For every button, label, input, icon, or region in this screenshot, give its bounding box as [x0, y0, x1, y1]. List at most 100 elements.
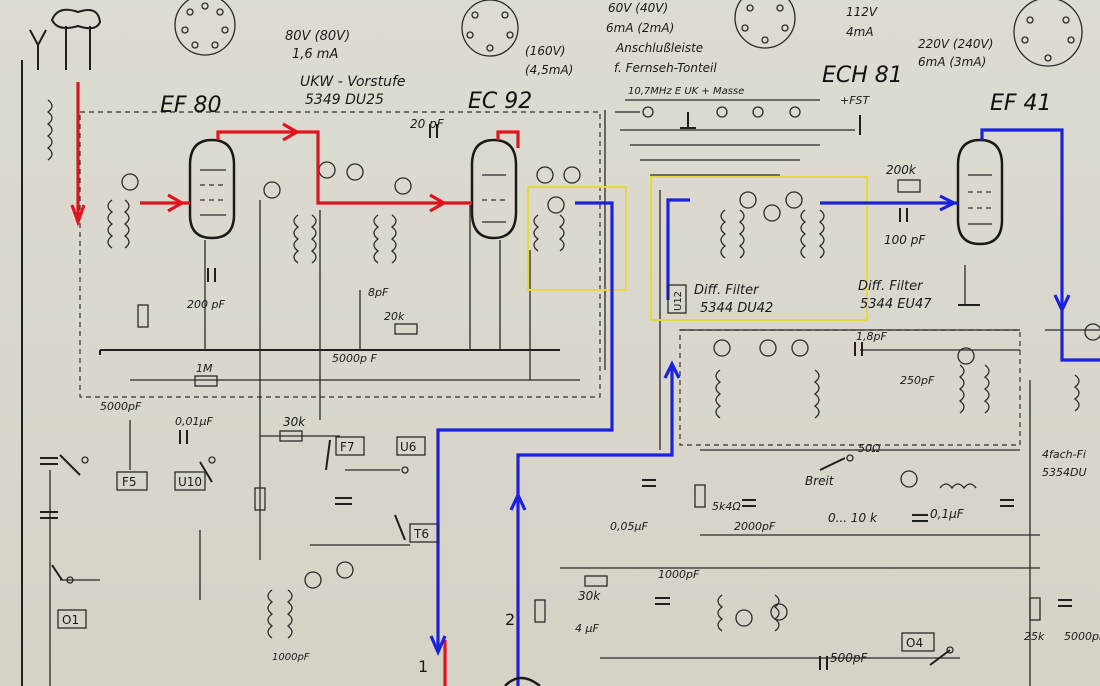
tube-ef41-icon: [956, 138, 1004, 246]
tube-ec92-icon: [470, 138, 518, 240]
socket-ech81-icon: [734, 0, 796, 49]
svg-text:O4: O4: [906, 636, 923, 650]
highlight-box-ec92-filter: [527, 186, 627, 291]
svg-text:U12: U12: [673, 291, 684, 311]
blue-signal-path: [429, 128, 1100, 686]
res-50ohm: 50Ω: [858, 442, 881, 455]
socket-ec92-icon: [461, 0, 519, 57]
switch-u12: U12: [667, 284, 687, 314]
coil-input-icon: [46, 99, 130, 249]
resistor-1m-icon: [194, 375, 218, 387]
coil-ukw-icon: [293, 214, 397, 264]
switch-o1: O1: [57, 609, 87, 629]
highlight-box-diff-filter: [650, 176, 868, 321]
ukw-label-2: 5349 DU25: [305, 92, 384, 108]
cap-20pf: 20 pF: [410, 117, 445, 131]
cap-005uf: 0,05μF: [610, 520, 648, 533]
resistor-20k-icon: [394, 323, 418, 335]
anschluss-1: Anschlußleiste: [615, 41, 703, 55]
ukw-chassis-outline: [79, 111, 601, 398]
cap-5000pf-2: 5000p F: [332, 352, 377, 365]
cap-1000pf: 1000pF: [658, 568, 700, 581]
coil-ec92-filter-icon: [533, 214, 565, 252]
ech-voltage: 60V (40V): [608, 1, 668, 15]
anschluss-2: f. Fernseh-Tonteil: [614, 61, 717, 75]
socket-ef41-icon: [1013, 0, 1083, 67]
switch-t6: T6: [409, 523, 439, 543]
cap-200pf: 200 pF: [187, 298, 225, 311]
coil-oscillator-icon: [267, 589, 780, 639]
tube-label-ef41: EF 41: [990, 91, 1052, 116]
cap-8pf: 8pF: [368, 286, 389, 299]
marker-2: 2: [505, 610, 515, 629]
cap-01uf: 0,1μF: [930, 507, 965, 521]
tube-label-ech81: ECH 81: [822, 63, 903, 88]
coil-breit-icon: [939, 483, 977, 490]
svg-text:T6: T6: [413, 527, 429, 541]
cap-18pf: 1,8pF: [856, 330, 887, 343]
svg-text:U6: U6: [400, 440, 416, 454]
cap-2000pf: 2000pF: [734, 520, 776, 533]
res-30k-2: 30k: [578, 589, 601, 603]
res-25k: 25k: [1024, 630, 1045, 643]
ef41-voltage: 220V (240V): [918, 37, 993, 51]
red-signal-path: [70, 82, 520, 686]
marker-1: 1: [418, 657, 428, 676]
terminal-strip: [625, 99, 820, 129]
coil-diff-filter-icon: [720, 209, 825, 259]
switch-contacts: [51, 115, 954, 666]
svg-text:U10: U10: [178, 475, 202, 489]
resistor-20k-vertical-icon: [254, 487, 266, 511]
atr-voltage: 112V: [846, 5, 878, 19]
ef41-current: 6mA (3mA): [918, 55, 986, 69]
tube-ef80-icon: [188, 138, 236, 240]
resistor-200k-icon: [897, 179, 921, 193]
resistor-200k-grid-icon: [137, 304, 149, 328]
cap-1000pf-osc: 1000pF: [272, 652, 310, 663]
tube-label-ef80: EF 80: [160, 93, 222, 118]
cap-500pf: 500pF: [830, 651, 869, 665]
if-chassis-outline: [679, 329, 1021, 446]
cap-001uf: 0,01μF: [175, 415, 213, 428]
resistor-25k-icon: [1029, 597, 1041, 621]
fach-label-1: 4fach-Fi: [1042, 448, 1086, 461]
ef80-voltage: 80V (80V): [285, 29, 350, 44]
cap-100pf: 100 pF: [884, 233, 926, 247]
socket-ef80-icon: [174, 0, 236, 56]
resistor-30k2-icon: [584, 575, 608, 587]
res-20k: 20k: [384, 310, 405, 323]
ec92-current: (4,5mA): [525, 63, 573, 77]
ec92-voltage: (160V): [525, 44, 565, 58]
resistor-5k4-icon: [694, 484, 706, 508]
svg-text:O1: O1: [62, 613, 79, 627]
switch-u10: U10: [174, 471, 206, 491]
capacitors: [40, 124, 1072, 670]
res-0-10k: 0... 10 k: [828, 511, 878, 525]
resistor-k-icon: [534, 599, 546, 623]
switch-u6: U6: [396, 436, 426, 456]
breit-label: Breit: [805, 474, 835, 488]
wiring: [49, 110, 1100, 686]
fst-label: +FST: [840, 94, 871, 107]
res-30k: 30k: [283, 415, 306, 429]
ef80-current: 1,6 mA: [292, 47, 338, 62]
diff-filter-2-line2: 5344 EU47: [860, 297, 932, 312]
fach-label-2: 5354DU: [1042, 466, 1087, 479]
cap-5000pf-3: 5000pF: [1064, 630, 1100, 643]
switch-f7: F7: [335, 436, 365, 456]
tube-bottom-partial-icon: [504, 676, 541, 686]
numbered-markers: [121, 161, 1100, 627]
svg-text:F7: F7: [340, 440, 355, 454]
res-1m: 1M: [196, 362, 213, 375]
atr-current: 4mA: [846, 25, 874, 39]
cap-4uf: 4 μF: [575, 622, 599, 635]
res-200k: 200k: [886, 163, 917, 177]
res-5k4: 5k4Ω: [712, 500, 741, 513]
ech-current: 6mA (2mA): [606, 21, 674, 35]
tube-label-ec92: EC 92: [468, 89, 532, 114]
antenna-icon: [29, 8, 102, 70]
cap-5000pf: 5000pF: [100, 400, 142, 413]
cap-250pf: 250pF: [900, 374, 935, 387]
ukw-label-1: UKW - Vorstufe: [300, 74, 406, 90]
